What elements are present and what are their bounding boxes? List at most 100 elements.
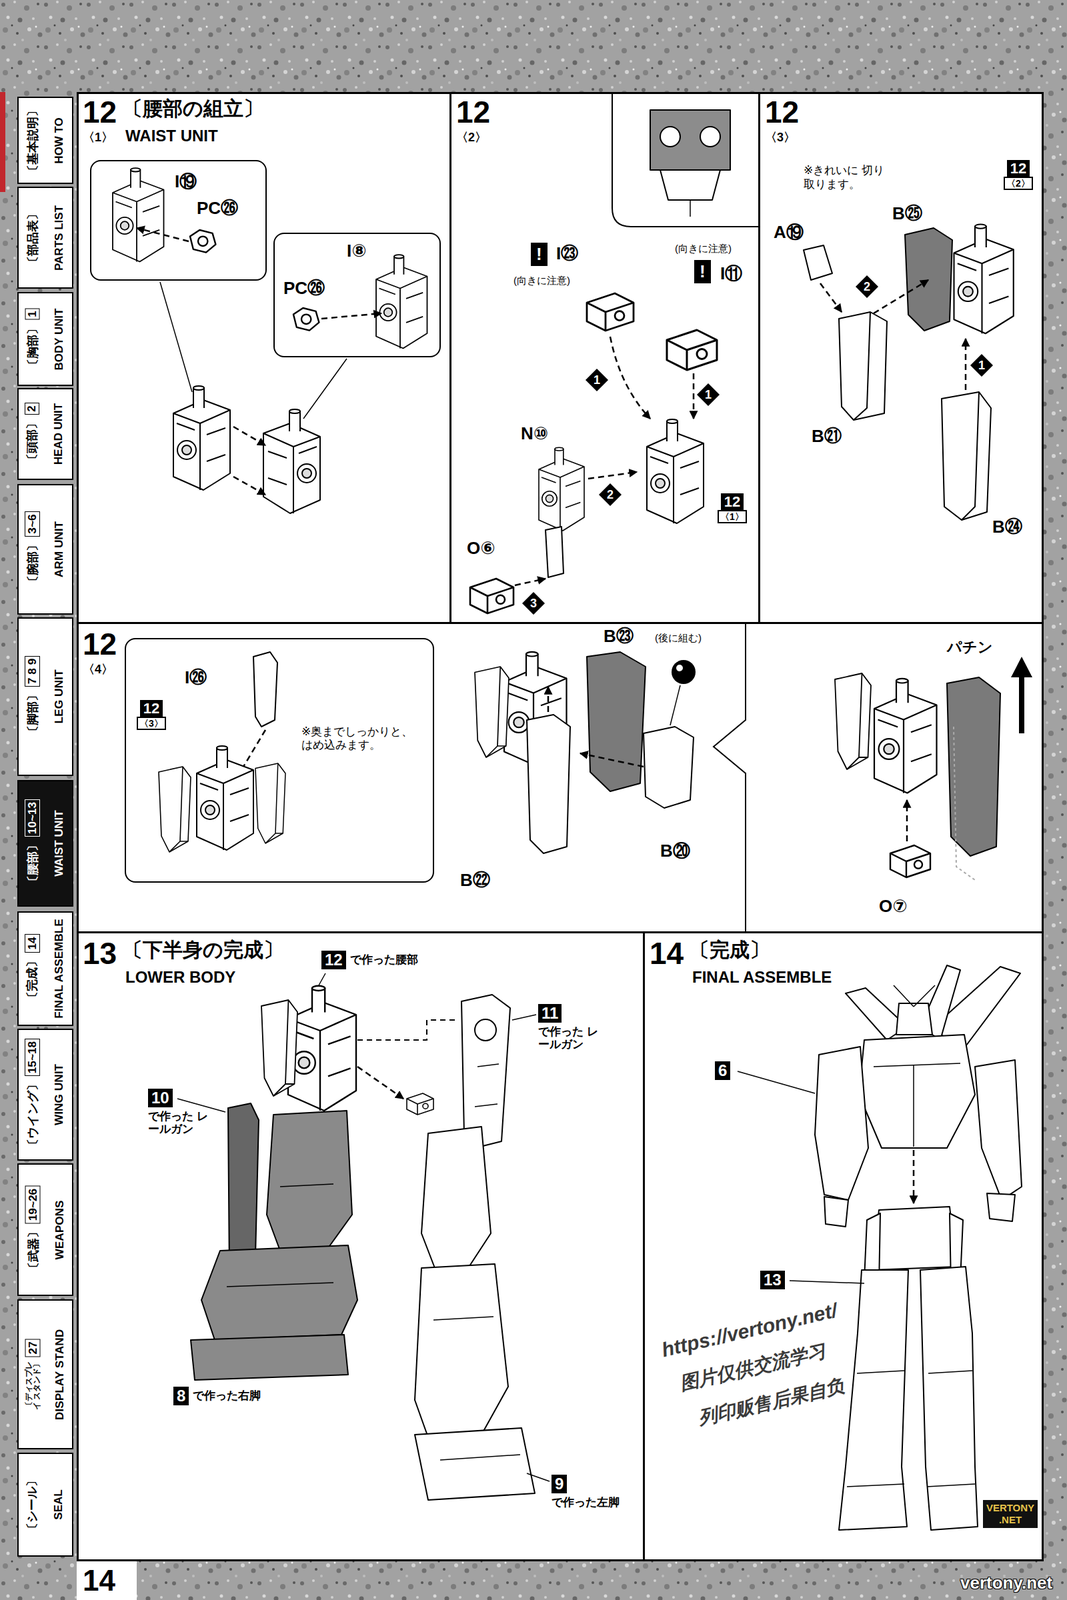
section-name: HOW TO	[52, 117, 66, 164]
step-12-1-drawing	[112, 168, 428, 514]
step-reference: 10	[148, 1089, 173, 1108]
step-13-drawing	[318, 973, 326, 986]
watermark: vertony.net	[960, 1573, 1053, 1594]
caution-mark: !	[694, 260, 711, 284]
section-name: ARM UNIT	[52, 521, 67, 578]
step-13-drawing	[474, 1064, 499, 1108]
step-12-2-drawing	[538, 447, 585, 531]
step-12-1-drawing	[112, 168, 165, 262]
step-reference: 11	[538, 1004, 562, 1023]
reference-note: で作った レールガン	[538, 1025, 605, 1052]
part-code: I⑲	[174, 172, 197, 193]
step-12-2-drawing	[700, 126, 721, 147]
step-12-3-drawing	[873, 280, 929, 314]
reference-box: 12〈1〉	[717, 493, 747, 524]
tab-label: 〔腕部〕3~6ARM UNIT	[18, 485, 73, 614]
step-12-3-drawing	[904, 228, 953, 331]
section-title: 〔腕部〕	[24, 539, 41, 588]
tab-label: 〔頭部〕2 HEAD UNIT	[18, 389, 73, 479]
part-code: I㉖	[184, 668, 207, 689]
section-tab: 〔ディスプレイ スタンド〕27 DISPLAY STAND	[17, 1299, 74, 1450]
tab-row: 〔武器〕 19~26	[18, 1165, 46, 1296]
step-12-4-drawing	[890, 845, 931, 878]
tab-label: 〔部品表〕PARTS LIST	[18, 188, 73, 288]
step-panel: 12〈3〉12〈2〉	[758, 92, 1044, 625]
step-12-2-drawing	[650, 110, 731, 171]
step-heading: LOWER BODY	[125, 968, 236, 987]
step-14-drawing	[974, 1060, 1022, 1201]
tab-row: 〔頭部〕2	[18, 389, 46, 479]
step-heading: 〔下半身の完成〕	[122, 938, 284, 963]
tab-row: HOW TO	[45, 98, 73, 183]
section-tab: 〔武器〕19~26WEAPONS	[17, 1163, 74, 1297]
step-12-1-drawing	[263, 409, 321, 514]
section-tab: 〔脚部〕7 8 9LEG UNIT	[17, 617, 74, 777]
section-tab: 〔ウイング〕15~18WING UNIT	[17, 1028, 74, 1162]
step-panel: 13〔下半身の完成〕LOWER BODY12で作った腰部11で作った レールガン…	[76, 931, 645, 1562]
section-name: PARTS LIST	[52, 205, 66, 271]
step-12-2-drawing	[696, 383, 720, 407]
step-14-drawing	[920, 1267, 978, 1531]
reference-note: で作った レールガン	[148, 1110, 215, 1137]
reference-note: で作った腰部	[350, 953, 419, 967]
step-13-drawing	[526, 1473, 550, 1482]
step-12-4-drawing	[834, 673, 871, 770]
step-12-3-drawing	[970, 354, 993, 377]
step-order: 1	[704, 388, 712, 401]
step-13-drawing	[414, 1428, 535, 1501]
tab-row: 〔ディスプレイ スタンド〕27	[18, 1301, 46, 1449]
tab-row: SEAL	[45, 1454, 73, 1556]
reference-note: 〈3〉	[136, 716, 167, 731]
tab-row: 〔ウイング〕15~18	[18, 1030, 46, 1160]
sound-effect: パチン	[946, 638, 993, 656]
step-13-drawing	[177, 1099, 226, 1113]
part-code: ※奥までしっかりと、 はめ込みます。	[301, 725, 425, 753]
detail-inset: I⑲PC㉖	[90, 160, 267, 281]
step-heading: 〈1〉	[82, 130, 114, 145]
step-12-2-drawing	[514, 578, 546, 586]
step-12-1-drawing	[173, 386, 231, 491]
step-12-4-drawing	[474, 666, 509, 758]
step-number: 12	[456, 94, 491, 131]
section-name: HEAD UNIT	[52, 403, 66, 465]
step-12-3-drawing	[964, 338, 967, 391]
step-12-1-drawing	[136, 228, 189, 242]
reference-box: 12で作った腰部	[321, 950, 419, 970]
step-range: 19~26	[24, 1185, 41, 1224]
section-name: WAIST UNIT	[52, 810, 67, 877]
step-range: 27	[24, 1339, 41, 1358]
step-12-4-drawing	[676, 664, 683, 672]
section-tab: 〔腰部〕10~13WAIST UNIT	[17, 780, 74, 907]
part-code: B㉑	[811, 426, 842, 447]
tab-row: 〔シール〕	[18, 1454, 46, 1556]
step-12-2-drawing	[646, 419, 704, 524]
step-12-4-drawing	[1010, 656, 1033, 678]
reference-box: 6	[714, 1061, 731, 1081]
step-13-drawing	[226, 1184, 334, 1288]
step-12-4-drawing	[874, 678, 937, 794]
tab-label: 〔胸部〕1BODY UNIT	[18, 293, 73, 385]
section-name: DISPLAY STAND	[52, 1329, 67, 1420]
step-12-4-drawing	[253, 652, 278, 727]
step-12-2-drawing	[660, 170, 721, 201]
step-12-1-drawing	[321, 313, 382, 319]
section-tab: 〔基本説明〕HOW TO	[17, 96, 74, 185]
step-reference: 8	[173, 1387, 189, 1406]
part-code: I㉓	[556, 244, 579, 265]
reference-note: 〈2〉	[1003, 176, 1033, 191]
step-reference: 12	[720, 493, 744, 511]
step-12-4-drawing	[158, 766, 191, 853]
reference-box: 12〈2〉	[1003, 160, 1033, 191]
section-title: 〔武器〕	[24, 1226, 41, 1275]
step-12-2-drawing	[586, 293, 634, 331]
step-13-drawing	[177, 973, 550, 1501]
tab-label: 〔完成〕14FINAL ASSEMBLE	[18, 912, 73, 1025]
step-12-4-drawing	[580, 753, 644, 767]
tab-label: 〔腰部〕10~13WAIST UNIT	[18, 781, 73, 906]
section-title: 〔頭部〕	[24, 417, 41, 466]
step-12-1-drawing	[233, 426, 266, 446]
part-code: B㉓	[603, 626, 634, 647]
step-12-1-drawing	[160, 282, 193, 393]
